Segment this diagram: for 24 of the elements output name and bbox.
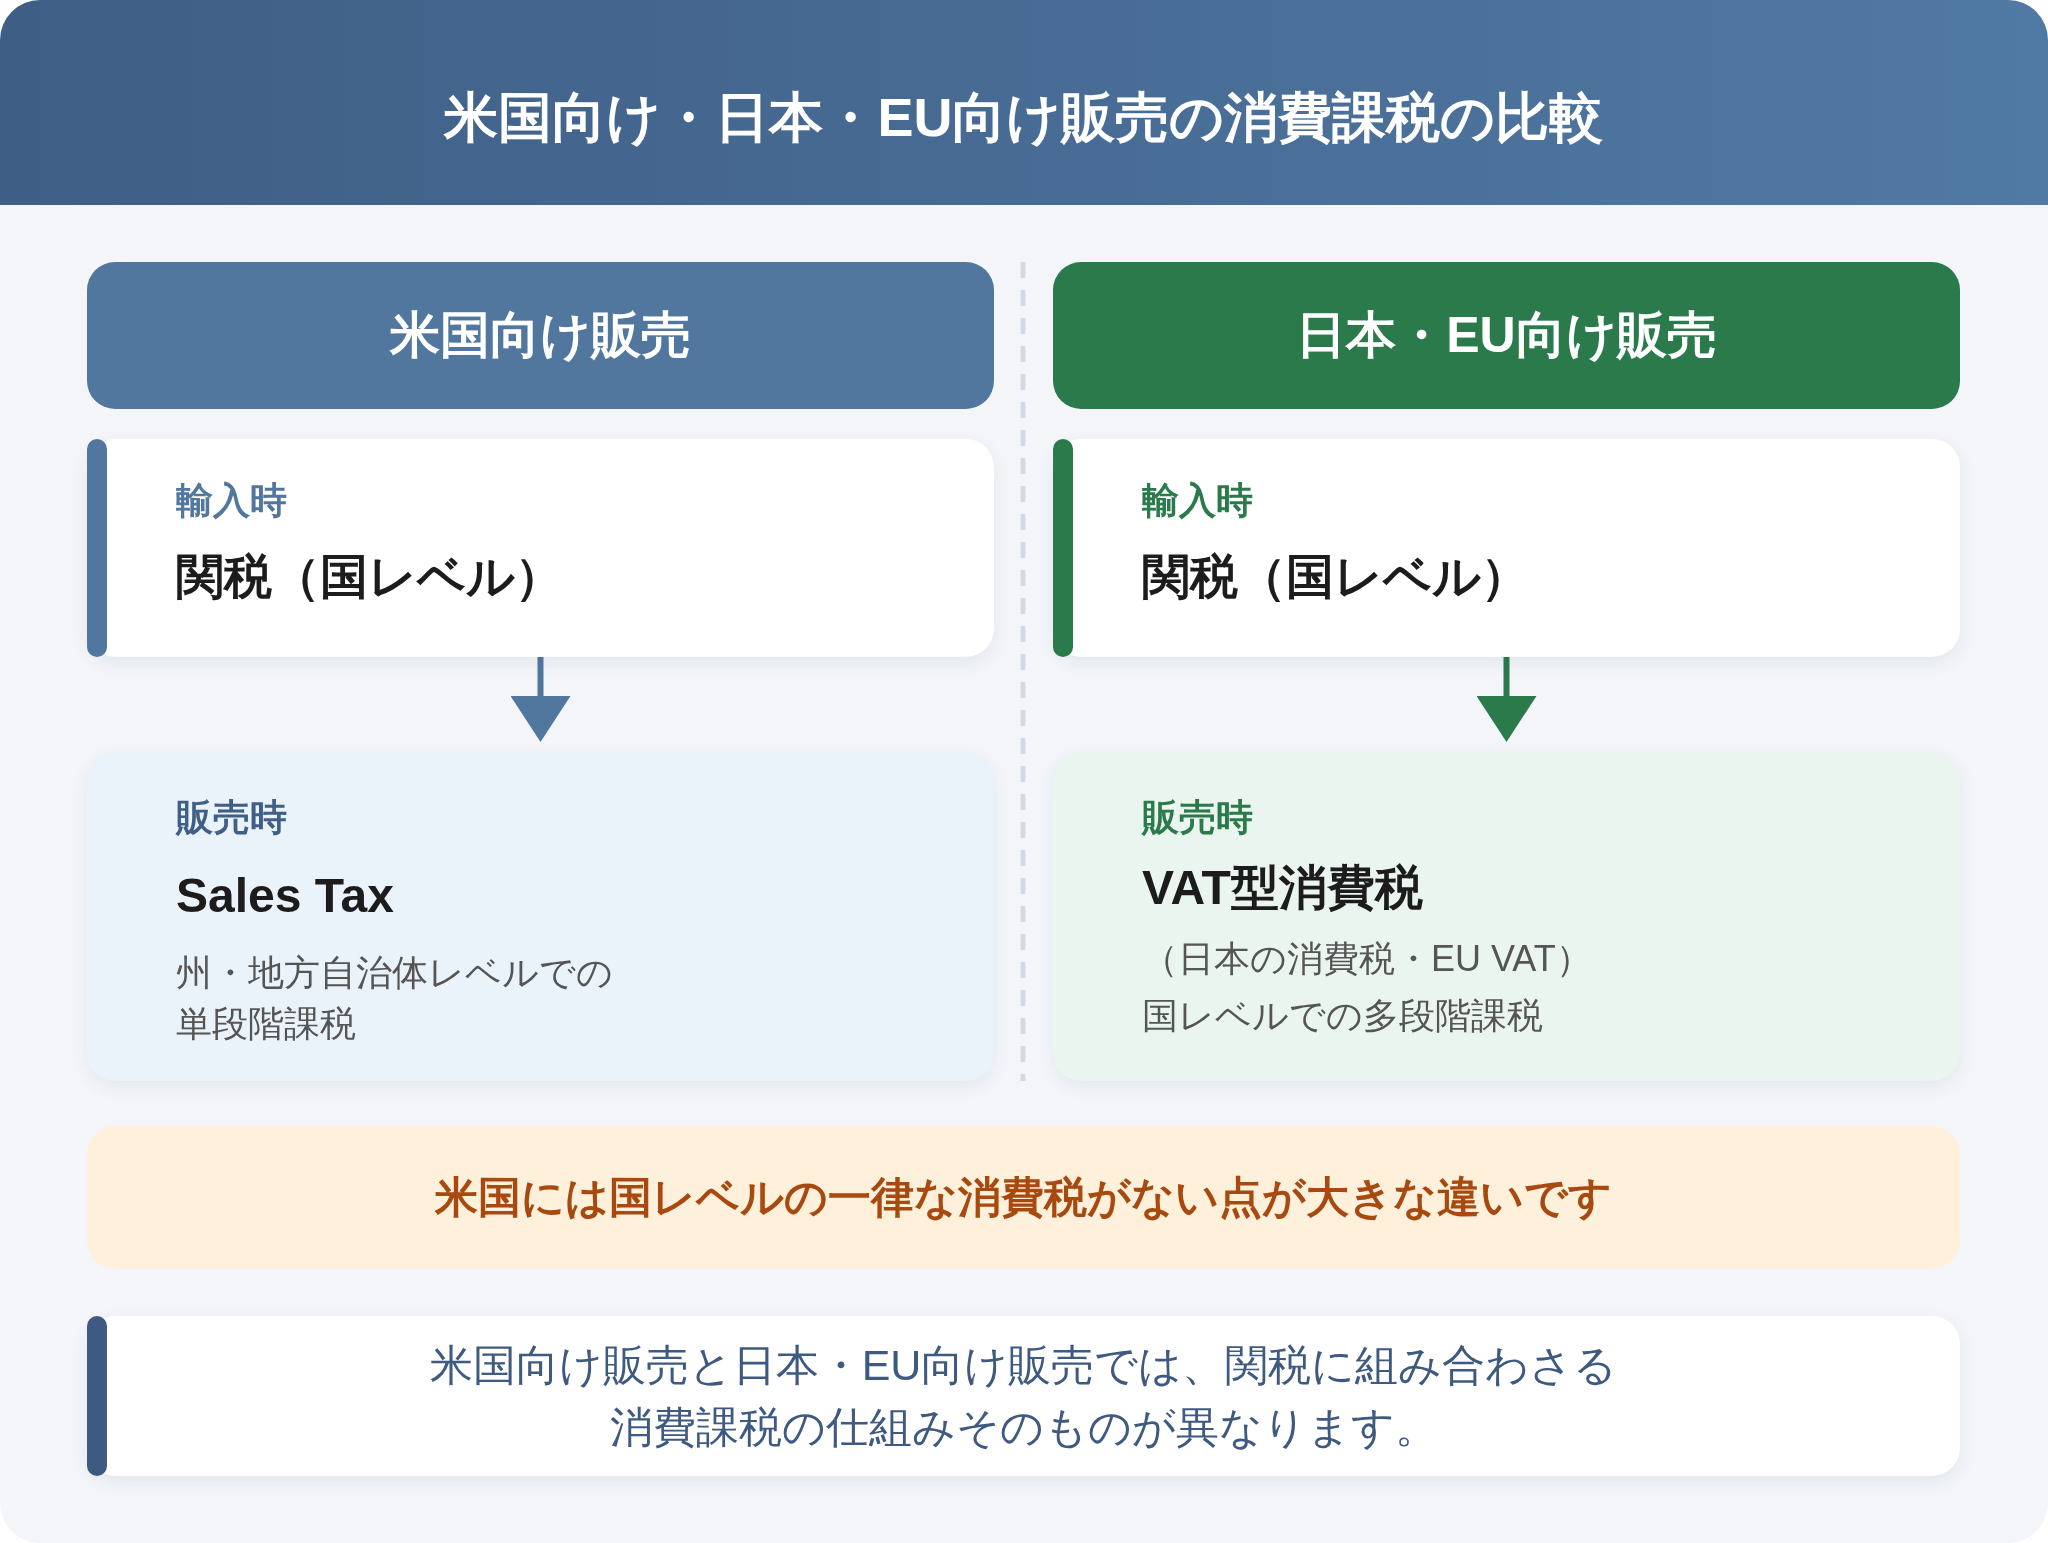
header-text: 米国向け販売 bbox=[390, 306, 691, 365]
title-text: 米国向け・日本・EU向け販売の消費課税の比較 bbox=[444, 86, 1604, 150]
column-header bbox=[87, 262, 994, 409]
column-header bbox=[1053, 262, 1960, 409]
stage-label: 輸入時 bbox=[176, 479, 288, 523]
tax-name: Sales Tax bbox=[176, 868, 395, 924]
arrow bbox=[1476, 657, 1537, 742]
stage-label: 販売時 bbox=[1142, 796, 1254, 840]
tax-name: VAT型消費税 bbox=[1142, 860, 1424, 916]
header-text: 日本・EU向け販売 bbox=[1296, 306, 1717, 365]
info-card bbox=[87, 439, 994, 657]
tax-note: （日本の消費税・EU VAT） bbox=[1142, 937, 1593, 981]
arrow bbox=[510, 657, 571, 742]
stage-label: 輸入時 bbox=[1142, 479, 1254, 523]
tax-name: 関税（国レベル） bbox=[1142, 549, 1530, 605]
stage-label: 販売時 bbox=[176, 796, 288, 840]
tax-name: 関税（国レベル） bbox=[176, 549, 564, 605]
info-card bbox=[1053, 439, 1960, 657]
summary-text: 米国向け販売と日本・EU向け販売では、関税に組み合わさる消費課税の仕組みそのものが異なります。 bbox=[428, 1340, 1619, 1453]
highlight-text: 米国には国レベルの一律な消費税がない点が大きな違いです bbox=[435, 1171, 1612, 1223]
tax-description: 国レベルでの多段階課税 bbox=[1142, 994, 1544, 1038]
summary-note-card bbox=[87, 1316, 1960, 1476]
highlight-banner bbox=[87, 1126, 1960, 1269]
tax-description: 州・地方自治体レベルでの単段階課税 bbox=[176, 951, 614, 1046]
